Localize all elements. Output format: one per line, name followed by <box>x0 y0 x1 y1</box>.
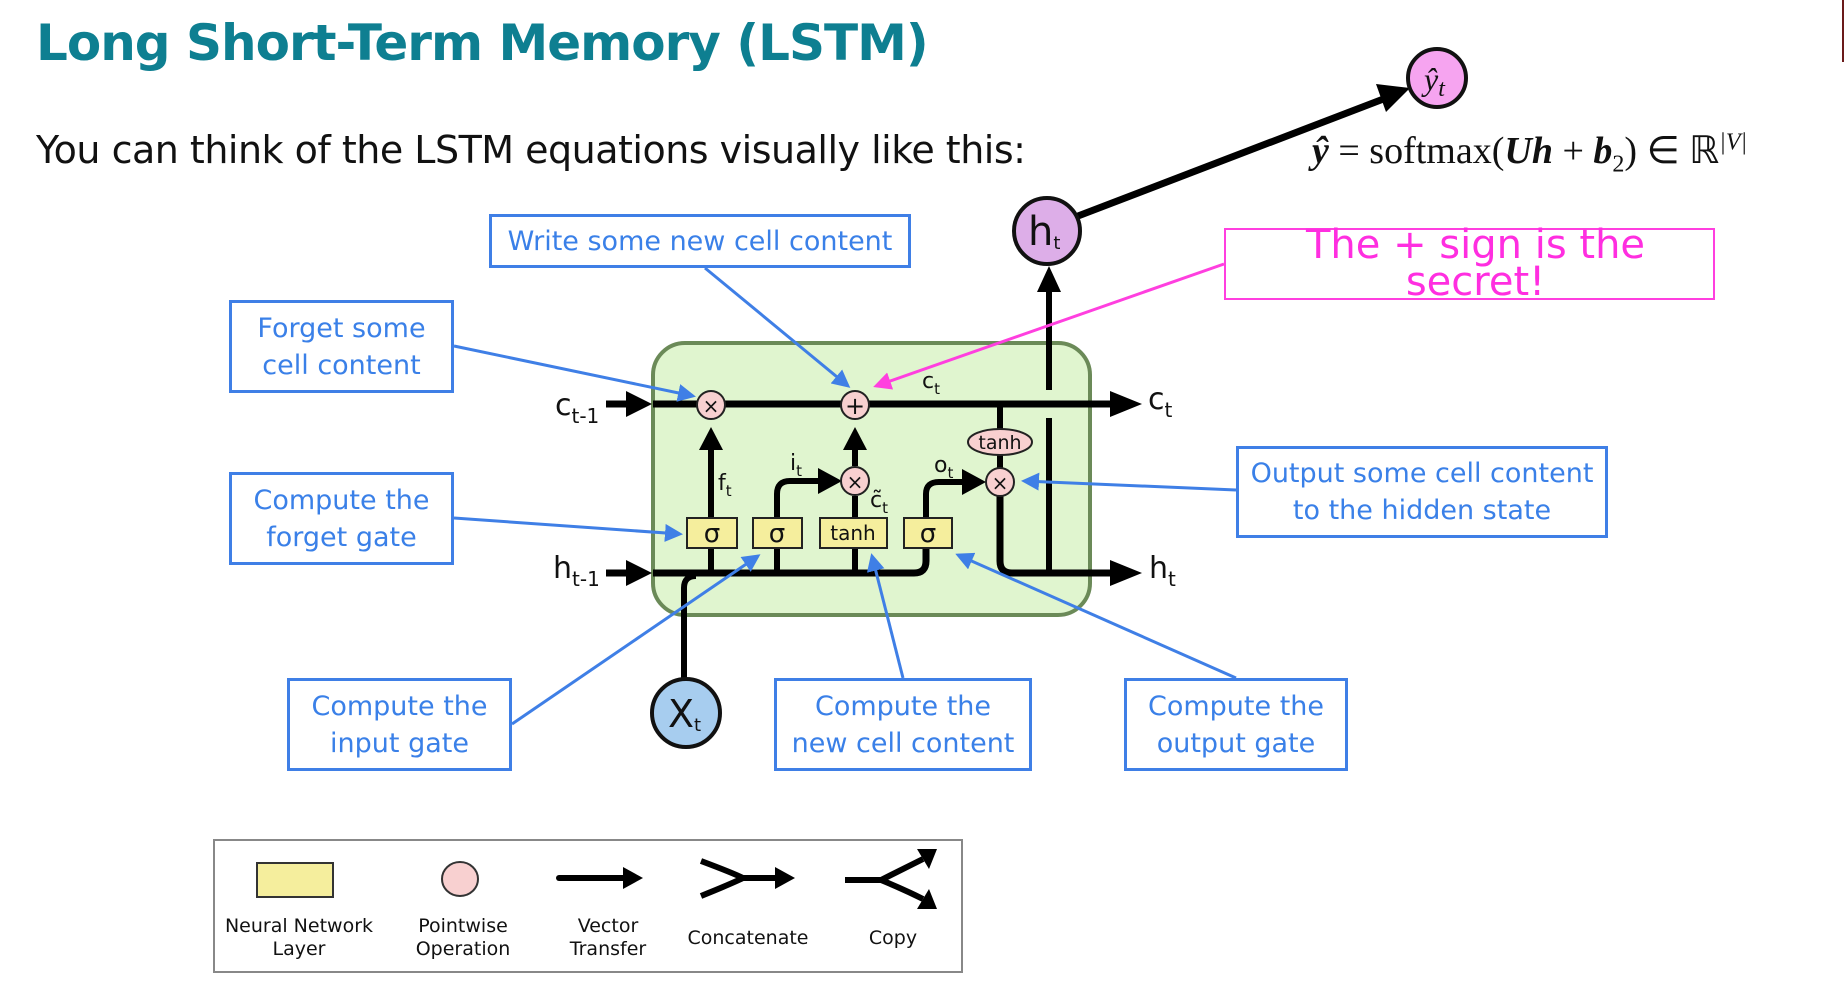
h-node-label: ht <box>1028 209 1060 255</box>
legend-label: Vector Transfer <box>569 915 647 960</box>
input-gate-layer <box>752 517 803 549</box>
input-gate-callout: Compute the input gate <box>287 678 512 771</box>
add-in-arrowhead <box>843 427 867 450</box>
new-cell-pointer <box>866 553 905 679</box>
concatenate-icon <box>699 858 795 899</box>
c-prev-label: ct-1 <box>555 388 599 428</box>
forget-gate-op: σ <box>704 519 720 549</box>
output-gate-pointer <box>955 552 1237 680</box>
x-node-label: Xt <box>668 692 701 736</box>
forget-signal-arrowhead <box>699 427 723 450</box>
y-node-label: ŷt <box>1421 61 1446 102</box>
write-content-pointer <box>704 266 851 388</box>
input-signal-arrowhead <box>818 468 842 494</box>
formula-in-R: ) ∈ ℝ <box>1624 130 1720 172</box>
legend-item-pointwise: Pointwise Operation <box>383 841 543 975</box>
forget-gate-callout: Compute the forget gate <box>229 472 454 565</box>
legend-label: Concatenate <box>687 927 809 949</box>
tanh-op-label: tanh <box>978 432 1021 454</box>
x-input-line <box>681 573 697 678</box>
output-signal-line <box>923 479 966 545</box>
c-prev-arrowhead <box>626 391 652 417</box>
formula-plus: + <box>1552 130 1594 172</box>
legend-item-vector-transfer: Vector Transfer <box>543 841 673 975</box>
input-mult-symbol: × <box>847 470 864 494</box>
output-cell-content-callout: Output some cell content to the hidden s… <box>1236 446 1608 538</box>
h-prev-label: ht-1 <box>553 551 600 591</box>
legend-label: Copy <box>868 927 918 949</box>
h-to-y-arrowhead <box>1376 84 1410 112</box>
legend-label: Neural Network Layer <box>224 915 374 960</box>
formula-yhat: ŷ <box>1312 130 1329 172</box>
h-prev-arrowhead <box>626 560 652 586</box>
tanh-op <box>967 428 1033 456</box>
output-content-pointer <box>1021 472 1237 492</box>
h-up-arrowhead <box>1037 266 1061 292</box>
nn-layer-icon <box>256 862 334 898</box>
output-signal-label: ot <box>934 453 953 482</box>
candidate-op: tanh <box>830 521 875 545</box>
output-signal-arrowhead <box>962 469 986 495</box>
pointwise-op-icon <box>441 861 479 897</box>
input-mult-op <box>840 466 870 496</box>
input-signal-line <box>774 478 822 573</box>
hidden-out-arrowhead <box>1110 560 1142 586</box>
forget-signal-label: ft <box>718 471 732 500</box>
secret-callout: The + sign is the secret! <box>1224 225 1715 302</box>
legend-item-nn-layer: Neural Network Layer <box>215 841 383 975</box>
legend-item-concatenate: Concatenate <box>673 841 823 975</box>
mult-to-hidden-line <box>996 496 1112 577</box>
slide-edge-line <box>1842 0 1844 62</box>
formula-h: h <box>1531 130 1553 172</box>
new-cell-content-callout: Compute the new cell content <box>774 678 1032 771</box>
formula-softmax: = softmax( <box>1328 130 1505 172</box>
forget-gate-layer <box>686 517 738 549</box>
add-op <box>840 390 870 420</box>
legend-item-copy: Copy <box>823 841 963 975</box>
cell-state-label: ct <box>922 369 940 398</box>
softmax-formula: ŷ = softmax(Uh + b2) ∈ ℝ|V| <box>1312 128 1747 179</box>
slide-title: Long Short-Term Memory (LSTM) <box>36 14 929 72</box>
forget-content-pointer <box>453 344 696 402</box>
hidden-concat-line <box>653 545 930 577</box>
output-mult-op <box>985 467 1015 497</box>
secret-pointer <box>873 262 1225 390</box>
formula-b: b <box>1593 130 1613 172</box>
slide-subtitle: You can think of the LSTM equations visu… <box>36 128 1026 172</box>
forget-mult-symbol: × <box>703 394 720 418</box>
output-gate-layer <box>903 517 953 549</box>
input-gate-pointer <box>511 554 761 726</box>
add-symbol: + <box>845 392 865 420</box>
h-out-label: ht <box>1149 551 1176 591</box>
input-gate-op: σ <box>769 519 785 549</box>
candidate-signal-label: c̃t <box>870 488 888 517</box>
vector-transfer-icon <box>556 867 643 889</box>
c-out-label: ct <box>1148 382 1173 422</box>
copy-icon <box>845 849 937 909</box>
cell-state-out-arrow <box>1110 391 1142 417</box>
formula-sup: |V| <box>1719 129 1748 156</box>
forget-gate-pointer <box>453 516 683 542</box>
output-gate-op: σ <box>920 519 936 549</box>
candidate-layer <box>819 517 888 549</box>
forget-cell-content-callout: Forget some cell content <box>229 300 454 393</box>
y-node <box>1406 47 1468 109</box>
input-signal-label: it <box>790 451 802 480</box>
formula-b-sub: 2 <box>1612 151 1625 178</box>
x-node <box>650 677 722 749</box>
h-node <box>1012 196 1082 266</box>
output-mult-symbol: × <box>992 471 1009 495</box>
forget-mult-op <box>696 390 726 420</box>
legend-label: Pointwise Operation <box>415 915 511 960</box>
h-to-y-line <box>1076 94 1388 220</box>
legend: Neural Network Layer Pointwise Operation… <box>213 839 963 973</box>
output-gate-callout: Compute the output gate <box>1124 678 1348 771</box>
write-cell-content-callout: Write some new cell content <box>489 214 911 268</box>
formula-U: U <box>1504 130 1532 172</box>
